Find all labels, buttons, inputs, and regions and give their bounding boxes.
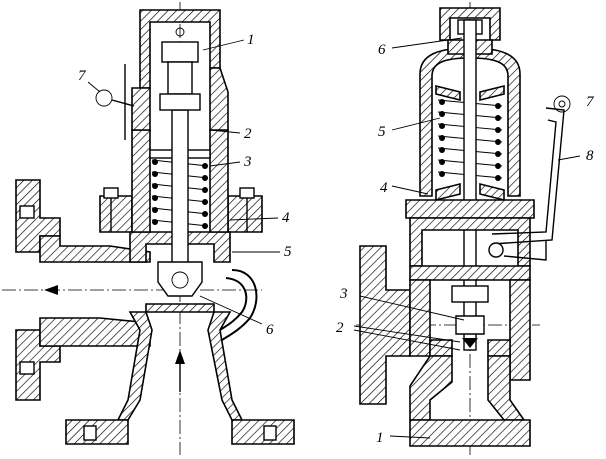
right-guide-bushing (451, 285, 489, 303)
right-lever-pivot (553, 95, 571, 113)
label-left-3: 3 (243, 154, 252, 170)
right-lever-outer (491, 107, 565, 245)
base-bolt-right (263, 425, 277, 441)
label-left-2: 2 (244, 126, 252, 142)
leader-left-6 (199, 295, 263, 325)
right-top-cap (439, 7, 501, 41)
base-flange-right (231, 419, 295, 445)
leader-right-3 (359, 295, 465, 321)
left-valve-drawing: 1 2 3 4 5 6 7 (2, 2, 295, 455)
base-flange-left (65, 419, 129, 445)
right-spring-seat-upper-left (435, 84, 461, 102)
right-disc-cone (462, 338, 478, 348)
label-left-4: 4 (282, 210, 290, 226)
adjust-lock-nut (159, 93, 201, 111)
right-base-flange (409, 419, 531, 447)
body-left-boss (99, 195, 133, 233)
valve-disc (157, 261, 203, 297)
bolt-nut-left (103, 187, 119, 199)
right-spring-seat-lower-left (435, 182, 461, 202)
valve-stem (171, 109, 189, 281)
top-cap-pin (175, 27, 185, 37)
label-right-6: 6 (378, 42, 386, 58)
bolt-nut-right (239, 187, 255, 199)
leader-left-3 (209, 161, 241, 167)
leader-right-1 (389, 435, 431, 439)
bonnet-left-wall (131, 87, 151, 131)
guide-flange (129, 231, 231, 263)
label-right-4: 4 (380, 180, 388, 196)
right-lower-body-left (409, 355, 453, 421)
left-flange-bolt-bottom (19, 361, 35, 375)
inlet-upper-wall (39, 235, 151, 263)
right-body-flange (409, 265, 531, 281)
right-body-right-wall (509, 279, 531, 381)
outlet-curve-outer (221, 269, 258, 341)
label-right-2: 2 (336, 320, 344, 336)
disc-ball (171, 271, 189, 289)
label-left-1: 1 (247, 32, 255, 48)
right-bonnet-base (405, 199, 535, 219)
right-valve-disc (455, 315, 485, 335)
leader-right-8 (557, 155, 581, 161)
right-lever-link (503, 240, 547, 261)
left-flange-bolt-top (19, 205, 35, 219)
label-left-7: 7 (78, 68, 87, 84)
nozzle-right-wall (207, 311, 244, 421)
outlet-curve-inner (219, 277, 248, 331)
leader-right-4 (391, 185, 429, 195)
leader-left-7 (87, 81, 101, 93)
leader-right-5 (391, 117, 441, 131)
right-spring-seat-lower-right (479, 182, 505, 202)
right-lever-pivot-pin (558, 100, 566, 108)
label-right-1: 1 (376, 430, 384, 446)
right-spring-seat-upper-right (479, 84, 505, 102)
label-left-6: 6 (266, 322, 274, 338)
right-lever-cam (488, 242, 504, 258)
leader-left-2 (209, 129, 241, 134)
flow-arrow-up-head (175, 350, 185, 364)
label-right-7: 7 (586, 94, 595, 110)
body-right-boss (227, 195, 263, 233)
leader-right-2b (353, 329, 461, 351)
lift-lever-knob (95, 89, 113, 107)
label-right-5: 5 (378, 124, 386, 140)
nozzle-seat (145, 303, 215, 313)
leader-right-2a (353, 325, 461, 343)
right-lever-inner (491, 119, 557, 235)
spring-housing-left (131, 129, 151, 233)
leader-left-4 (229, 217, 279, 221)
lift-lever-arm (111, 99, 135, 107)
leader-right-6 (391, 37, 463, 49)
label-left-5: 5 (284, 244, 292, 260)
flow-arrow-left-head (44, 285, 58, 295)
spring-housing-right (209, 129, 229, 233)
right-seat-right (487, 339, 511, 357)
right-inlet-flange (359, 245, 411, 405)
adjust-screw (167, 61, 193, 95)
adjust-nut-top (161, 41, 199, 63)
label-right-8: 8 (586, 148, 594, 164)
right-valve-drawing: 6 5 4 3 2 1 7 8 (336, 2, 595, 455)
leader-left-1 (202, 39, 245, 51)
right-body-left-wall (409, 279, 431, 357)
base-bolt-left (83, 425, 97, 441)
bonnet-right-wall (209, 67, 229, 131)
inlet-lower-wall (39, 317, 151, 347)
label-right-3: 3 (339, 286, 348, 302)
